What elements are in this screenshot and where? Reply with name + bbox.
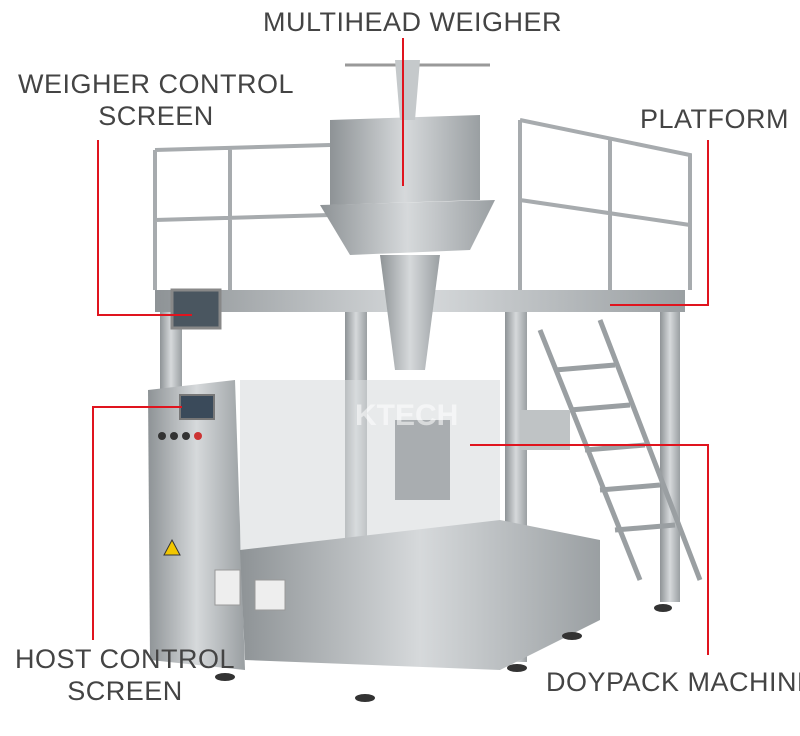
stairs xyxy=(537,319,703,581)
label-multihead-weigher: MULTIHEAD WEIGHER xyxy=(263,7,563,37)
weigher-screen xyxy=(170,288,222,330)
label-platform: PLATFORM xyxy=(640,104,790,134)
multihead-weigher xyxy=(320,60,495,370)
label-line: HOST CONTROL xyxy=(15,644,236,674)
host-screen xyxy=(179,394,215,420)
label-line: SCREEN xyxy=(67,676,183,706)
leader-weigher-control xyxy=(97,140,192,316)
label-doypack-machine: DOYPACK MACHINE xyxy=(546,667,800,697)
leader-doypack xyxy=(470,444,709,655)
leader-lines xyxy=(92,38,709,655)
leader-host-control xyxy=(92,406,182,640)
label-host-control-screen: HOST CONTROL SCREEN xyxy=(15,643,235,707)
platform-railing xyxy=(153,118,692,295)
leader-platform xyxy=(610,140,709,306)
host-control-cabinet xyxy=(148,380,245,670)
label-line: SCREEN xyxy=(98,101,214,131)
label-weigher-control-screen: WEIGHER CONTROL SCREEN xyxy=(18,68,294,132)
doypack-machine-body xyxy=(214,380,600,670)
label-line: WEIGHER CONTROL xyxy=(18,69,295,99)
watermark: KTECH xyxy=(355,399,458,432)
